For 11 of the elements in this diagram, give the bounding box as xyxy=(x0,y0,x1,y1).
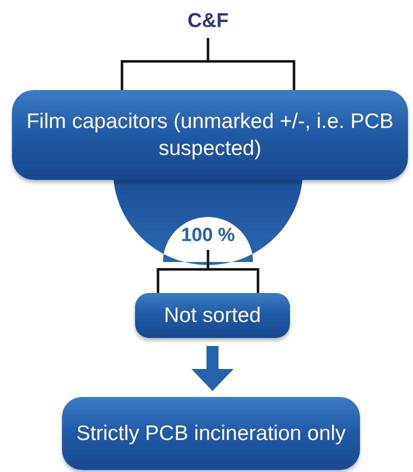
node-text: C&F xyxy=(187,10,229,32)
process-box xyxy=(12,90,408,180)
node-text: 100 % xyxy=(181,225,235,247)
node-text: Strictly PCB incineration only xyxy=(76,420,346,447)
process-box xyxy=(135,293,290,338)
bracket-connector xyxy=(120,36,296,92)
node-text: Not sorted xyxy=(164,302,261,329)
process-box xyxy=(62,397,360,470)
bracket-connector xyxy=(156,248,260,294)
node-text: Film capacitors (unmarked +/-, i.e. PCB suspected) xyxy=(25,108,395,162)
arrow xyxy=(192,346,234,391)
